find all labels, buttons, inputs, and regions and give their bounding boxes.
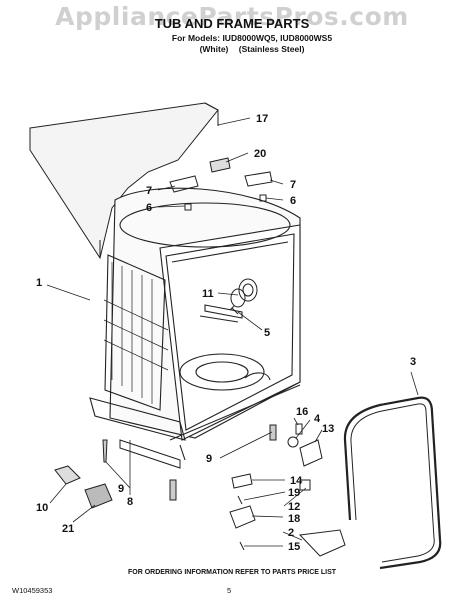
finish-white: (White): [199, 44, 229, 54]
finish-stainless: (Stainless Steel): [238, 44, 305, 54]
callout-14: 14: [290, 475, 303, 487]
callout-4: 4: [314, 413, 321, 425]
part-8-base: [119, 439, 181, 469]
document-number: W10459353: [12, 586, 53, 595]
callout-2: 2: [288, 527, 294, 539]
part-9-leg-left: [102, 439, 108, 463]
part-2-hinge-arm: [298, 529, 346, 557]
callout-3: 3: [410, 356, 416, 368]
callout-17: 17: [256, 113, 268, 125]
callout-8: 8: [127, 496, 133, 508]
part-7-left-bracket: [169, 175, 199, 193]
page-title: TUB AND FRAME PARTS: [154, 16, 310, 31]
part-16-screw: [295, 423, 303, 435]
callout-11: 11: [202, 288, 214, 300]
part-9-leg-bottom: [169, 479, 177, 501]
models-line: For Models: IUD8000WQ5, IUD8000WS5: [171, 33, 333, 43]
part-19-screw: [237, 495, 243, 505]
callout-6-left: 6: [146, 202, 152, 214]
callout-labels: 17 20 7 7 6 6 1 11 5 3 16 4 13 9 14 9 19…: [36, 113, 416, 553]
part-12-hinge-bracket: [299, 479, 311, 491]
part-11-bearing: [230, 278, 258, 308]
part-9-leg-middle: [269, 424, 277, 441]
part-6-screw-right: [259, 194, 267, 202]
part-5-screw: [229, 305, 239, 315]
callout-6-right: 6: [290, 195, 296, 207]
part-15-screw: [239, 541, 245, 551]
part-13-bracket: [299, 439, 323, 467]
callout-12: 12: [288, 501, 300, 513]
callout-9-left: 9: [118, 483, 124, 495]
part-3-door-gasket: [343, 396, 442, 570]
ordering-note: FOR ORDERING INFORMATION REFER TO PARTS …: [127, 569, 337, 576]
callout-13: 13: [322, 423, 334, 435]
page-number: 5: [227, 586, 232, 595]
callout-5: 5: [264, 327, 270, 339]
part-20-bracket: [209, 157, 231, 173]
part-21-cap: [84, 483, 113, 509]
part-18-hinge: [229, 505, 256, 529]
watermark-logo: AppliancePartsPros.com: [55, 2, 409, 31]
leader-lines: [46, 117, 419, 547]
part-7-right-bracket: [244, 171, 273, 187]
callout-7-right: 7: [290, 179, 296, 191]
callout-9-middle: 9: [206, 453, 212, 465]
callout-20: 20: [254, 148, 266, 160]
callout-21: 21: [62, 523, 74, 535]
callout-18: 18: [288, 513, 300, 525]
callout-10: 10: [36, 502, 48, 514]
part-10-foot: [54, 465, 81, 485]
part-17-insulation-blanket: [29, 102, 219, 260]
finish-line: (White) (Stainless Steel): [0, 44, 464, 54]
callout-16: 16: [296, 406, 308, 418]
callout-19: 19: [288, 487, 300, 499]
callout-7-left: 7: [146, 185, 152, 197]
part-4-washer: [287, 436, 299, 448]
callout-15: 15: [288, 541, 300, 553]
part-14-clip: [231, 473, 253, 489]
callout-1: 1: [36, 277, 42, 289]
part-6-screw-left: [184, 203, 192, 211]
tub-frame: [89, 187, 301, 461]
